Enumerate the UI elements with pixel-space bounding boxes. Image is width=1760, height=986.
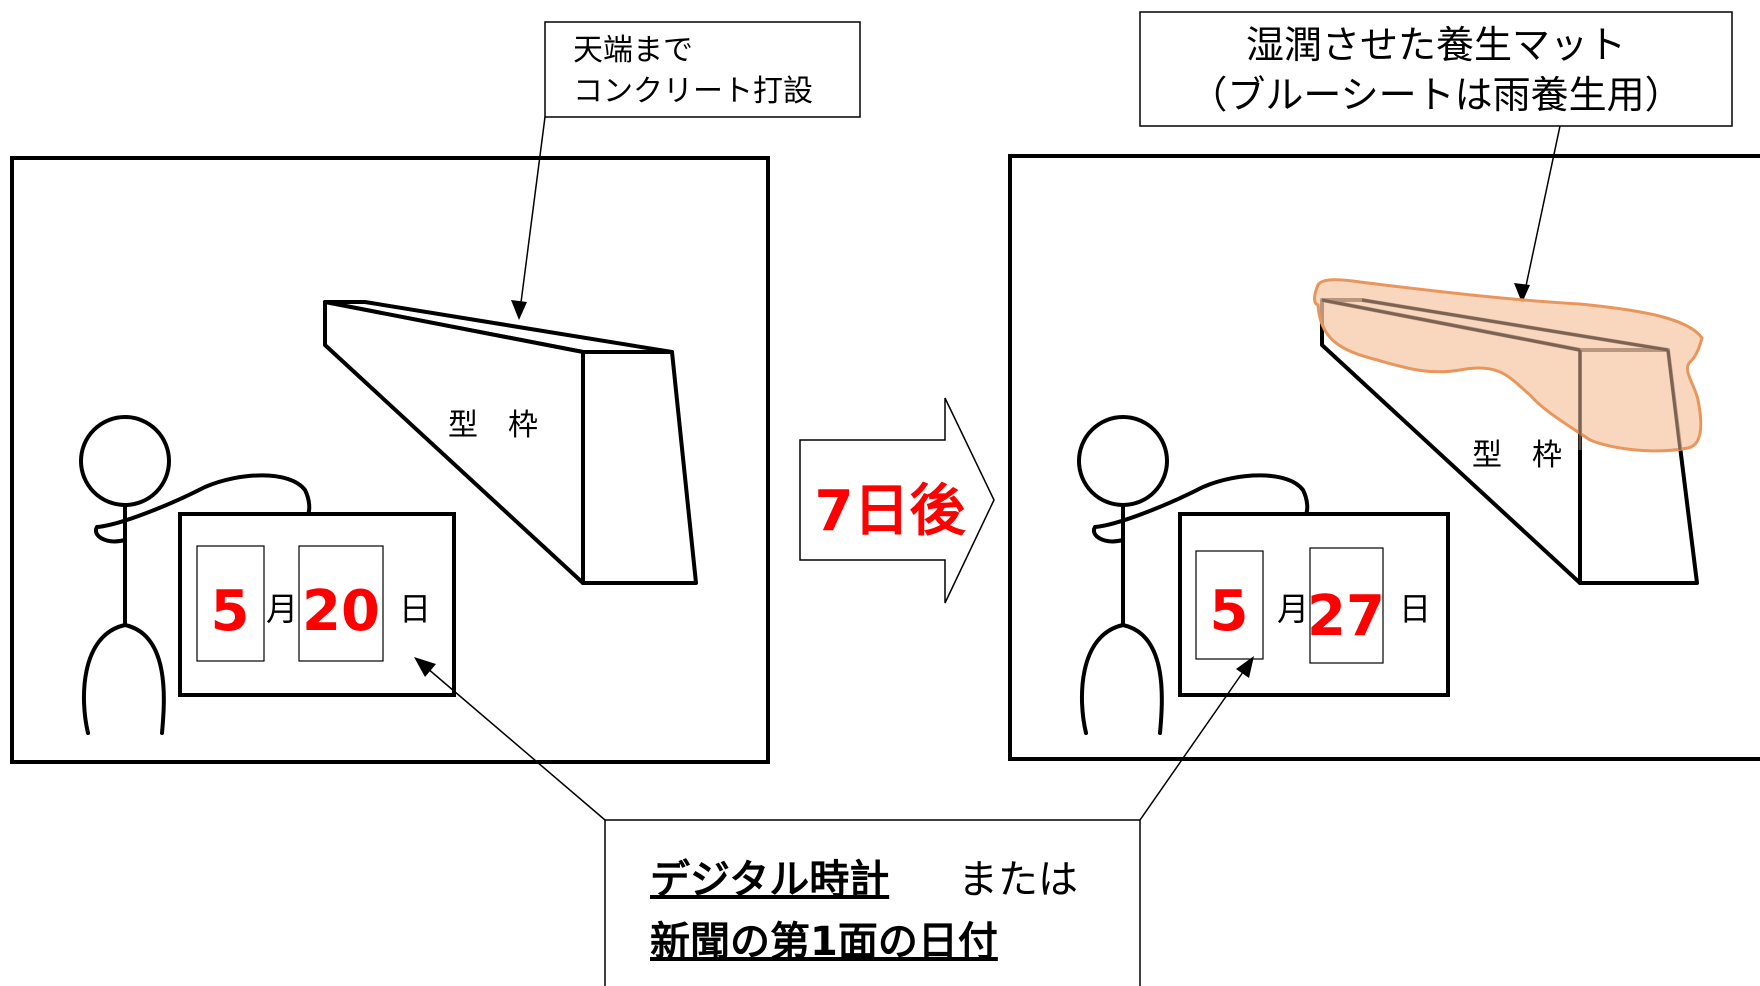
left-formwork [323,300,698,585]
left-callout-leader [518,116,546,319]
left-callout-box [544,21,861,118]
block-arrow-shape [799,397,995,604]
right-callout-leader [1522,125,1561,301]
note-arrowhead-left [414,657,436,677]
elapsed-arrow: 7日後 [799,397,995,604]
left-day-unit: 日 [399,590,431,628]
right-day-value: 27 [1307,584,1385,649]
left-scene: 天端まで コンクリート打設 型 枠 5 月 20 日 [10,21,861,764]
elapsed-label: 7日後 [815,479,967,544]
left-month-value: 5 [211,579,250,644]
right-callout-arrowhead [1514,283,1530,303]
right-callout-line1: 湿潤させた養生マット [1246,23,1626,67]
right-month-card [1195,550,1264,660]
left-day-value: 20 [302,579,380,644]
bottom-note-line1-rest: または [958,857,1078,903]
curing-mat [1313,278,1704,453]
left-callout-line2: コンクリート打設 [573,74,813,109]
left-callout-line1: 天端まで [573,33,693,68]
right-callout-line2: （ブルーシートは雨養生用） [1189,73,1682,117]
bottom-note: デジタル時計 または 新聞の第1面の日付 [414,656,1254,986]
left-panel-frame [10,156,770,764]
right-callout-box [1139,11,1733,127]
right-person [1077,415,1310,735]
left-day-card [298,545,384,662]
right-month-value: 5 [1210,579,1249,644]
right-panel-frame [1008,154,1760,761]
left-person [79,415,312,735]
note-leader-left [419,661,606,821]
bottom-note-line2: 新聞の第1面の日付 [650,919,998,965]
right-day-unit: 日 [1399,590,1431,628]
right-formwork-label: 型 枠 [1472,438,1562,473]
note-arrowhead-right [1236,656,1254,678]
right-day-card [1309,547,1384,664]
note-leader-right [1139,661,1251,821]
left-callout-arrowhead [511,300,527,320]
left-month-unit: 月 [266,590,298,628]
right-month-unit: 月 [1277,590,1309,628]
left-month-card [196,545,265,662]
bottom-note-line1-emph: デジタル時計 [650,857,889,903]
mat-covered-edges [1321,298,1682,451]
right-scene: 湿潤させた養生マット （ブルーシートは雨養生用） 型 枠 [1008,11,1760,761]
left-formwork-label: 型 枠 [448,408,538,443]
bottom-note-box [604,819,1141,986]
